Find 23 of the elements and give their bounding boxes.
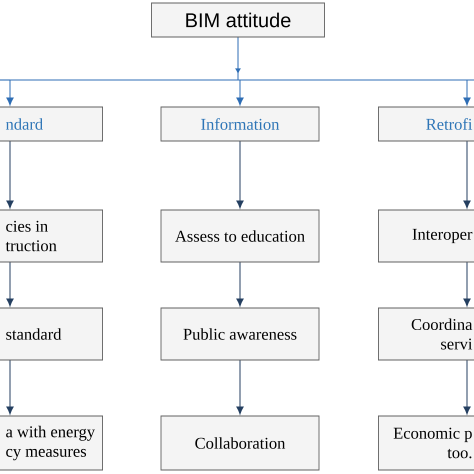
arrow: [463, 262, 471, 306]
arrow: [236, 360, 244, 414]
category-box: Retrofi: [378, 106, 474, 142]
arrow: [6, 140, 14, 208]
factor-box: a with energy cy measures: [0, 416, 103, 470]
factor-box: Economic p too.: [378, 416, 474, 470]
arrow: [463, 360, 471, 414]
factor-box: Interoper: [378, 210, 474, 262]
arrow: [236, 262, 244, 306]
factor-box: Public awareness: [160, 308, 320, 360]
arrow: [6, 262, 14, 306]
factor-box: cies in truction: [0, 210, 103, 262]
factor-box: standard: [0, 308, 103, 360]
arrow: [236, 140, 244, 208]
title-box: BIM attitude: [151, 2, 325, 38]
arrow: [463, 140, 471, 208]
factor-box: Collaboration: [160, 416, 320, 470]
category-box: Information: [160, 106, 320, 142]
category-box: ndard: [0, 106, 103, 142]
arrow: [238, 36, 471, 106]
factor-box: Assess to education: [160, 210, 320, 262]
factor-box: Coordina servi: [378, 308, 474, 360]
arrow: [6, 360, 14, 414]
